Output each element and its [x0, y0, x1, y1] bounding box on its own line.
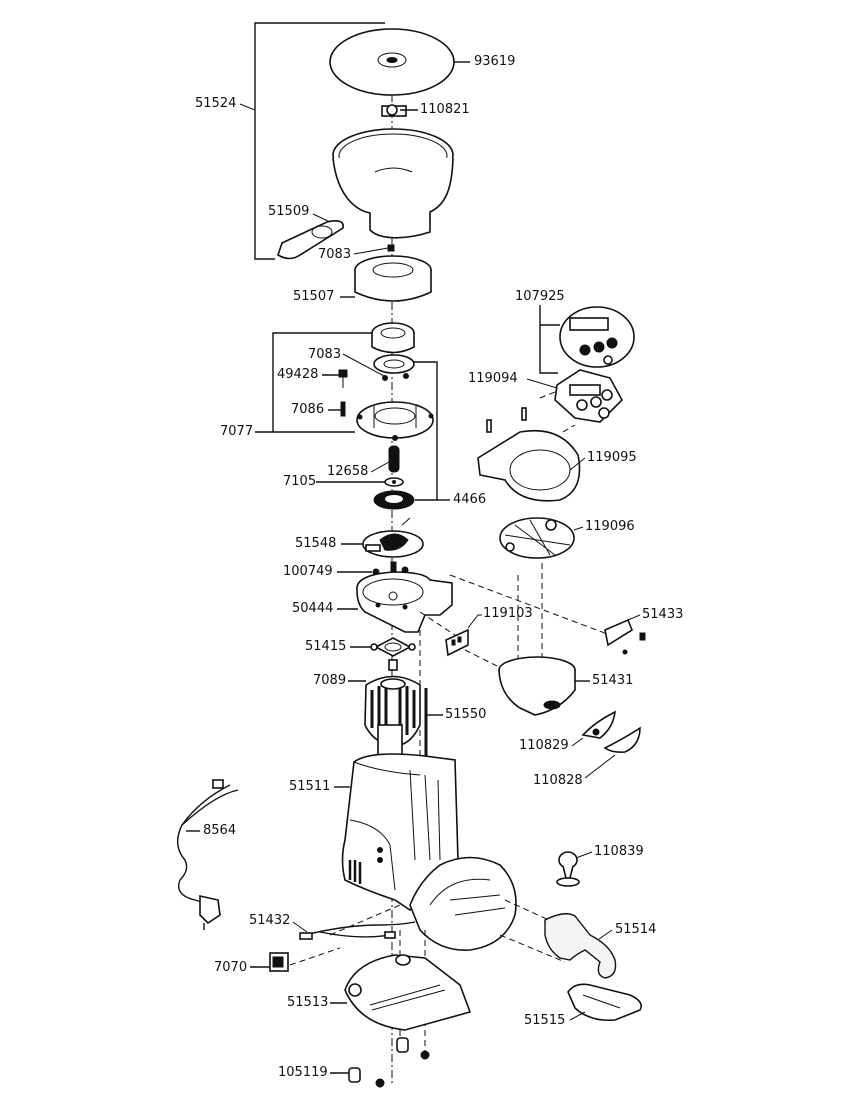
pin-drawing [328, 401, 346, 417]
hopper-lid-drawing [329, 28, 470, 96]
spout-insert-drawing [571, 710, 616, 747]
part-label-110839: 110839 [594, 844, 644, 859]
dash-link-body-tray [499, 934, 566, 963]
dash-link-chamber-bracket [419, 611, 456, 636]
dash-link-switch [289, 947, 341, 966]
rubber-feet-drawing [330, 1037, 430, 1088]
grinding-chamber-drawing [337, 571, 453, 633]
slide-gate-drawing [277, 213, 344, 260]
body-drip-base-drawing [409, 856, 517, 951]
body-housing-drawing [334, 753, 459, 911]
hopper-shutter-drawing [381, 104, 418, 117]
part-label-49428: 49428 [277, 367, 319, 382]
part-label-51507: 51507 [293, 289, 335, 304]
dash-link-chamber-clip [449, 574, 611, 636]
electronic-board-drawing [526, 369, 623, 433]
part-label-93619: 93619 [474, 54, 516, 69]
part-label-105119: 105119 [278, 1065, 328, 1080]
part-label-51415: 51415 [305, 639, 347, 654]
part-label-50444: 50444 [292, 601, 334, 616]
doser-cup-drawing [498, 656, 590, 716]
power-cord-drawing [177, 779, 239, 930]
hopper-collar-drawing [340, 255, 432, 302]
part-label-51548: 51548 [295, 536, 337, 551]
adjustment-lock-drawing [322, 369, 348, 388]
part-label-110821: 110821 [420, 102, 470, 117]
spout-cover-drawing [584, 726, 641, 779]
part-label-7070: 7070 [214, 960, 248, 975]
portafilter-fork-drawing [544, 913, 617, 979]
part-label-119103: 119103 [483, 606, 533, 621]
part-label-119096: 119096 [585, 519, 635, 534]
screw-7083-top-drawing [353, 244, 395, 255]
part-label-7089: 7089 [313, 673, 347, 688]
drip-tray-drawing [567, 983, 643, 1022]
part-label-51524: 51524 [195, 96, 237, 111]
part-label-110829: 110829 [519, 738, 569, 753]
part-label-51514: 51514 [615, 922, 657, 937]
bracket-51524 [239, 22, 385, 260]
part-label-100749: 100749 [283, 564, 333, 579]
part-label-51431: 51431 [592, 673, 634, 688]
part-label-12658: 12658 [327, 464, 369, 479]
hopper-bowl-drawing [332, 128, 454, 239]
part-label-51515: 51515 [524, 1013, 566, 1028]
lower-burr-drawing [373, 490, 415, 510]
sensor-bracket-drawing [445, 614, 482, 657]
control-panel-drawing [559, 306, 635, 368]
washer-drawing [316, 477, 404, 487]
motor-gasket-drawing [350, 637, 416, 657]
part-label-51550: 51550 [445, 707, 487, 722]
bracket-clip-drawing [604, 614, 646, 655]
part-label-51511: 51511 [289, 779, 331, 794]
base-plate-drawing [330, 954, 472, 1031]
burr-carrier-drawing [356, 401, 434, 441]
part-label-119095: 119095 [587, 450, 637, 465]
part-label-110828: 110828 [533, 773, 583, 788]
spring-drawing [370, 445, 400, 473]
part-label-8564: 8564 [203, 823, 237, 838]
part-label-51509: 51509 [268, 204, 310, 219]
part-label-7105: 7105 [283, 474, 317, 489]
part-label-119094: 119094 [468, 371, 518, 386]
disc-holder-drawing [341, 517, 424, 558]
wiring-harness-drawing [292, 921, 416, 940]
dash-link-harness [329, 904, 401, 936]
part-label-51433: 51433 [642, 607, 684, 622]
bracket-107925 [539, 305, 560, 374]
part-label-7086: 7086 [291, 402, 325, 417]
display-housing-drawing [477, 407, 586, 502]
housing-cover-drawing [499, 517, 584, 559]
part-label-107925: 107925 [515, 289, 565, 304]
part-label-51432: 51432 [249, 913, 291, 928]
bracket-7077 [255, 332, 373, 433]
part-label-7083-burr: 7083 [308, 347, 342, 362]
tamper-drawing [556, 851, 593, 887]
part-label-51513: 51513 [287, 995, 329, 1010]
power-switch-drawing [250, 952, 289, 972]
motor-drawing [348, 659, 421, 756]
upper-burr-drawing [342, 322, 415, 381]
part-label-4466: 4466 [453, 492, 487, 507]
bracket-4466 [412, 361, 450, 501]
part-label-7083: 7083 [318, 247, 352, 262]
part-label-7077: 7077 [220, 424, 254, 439]
